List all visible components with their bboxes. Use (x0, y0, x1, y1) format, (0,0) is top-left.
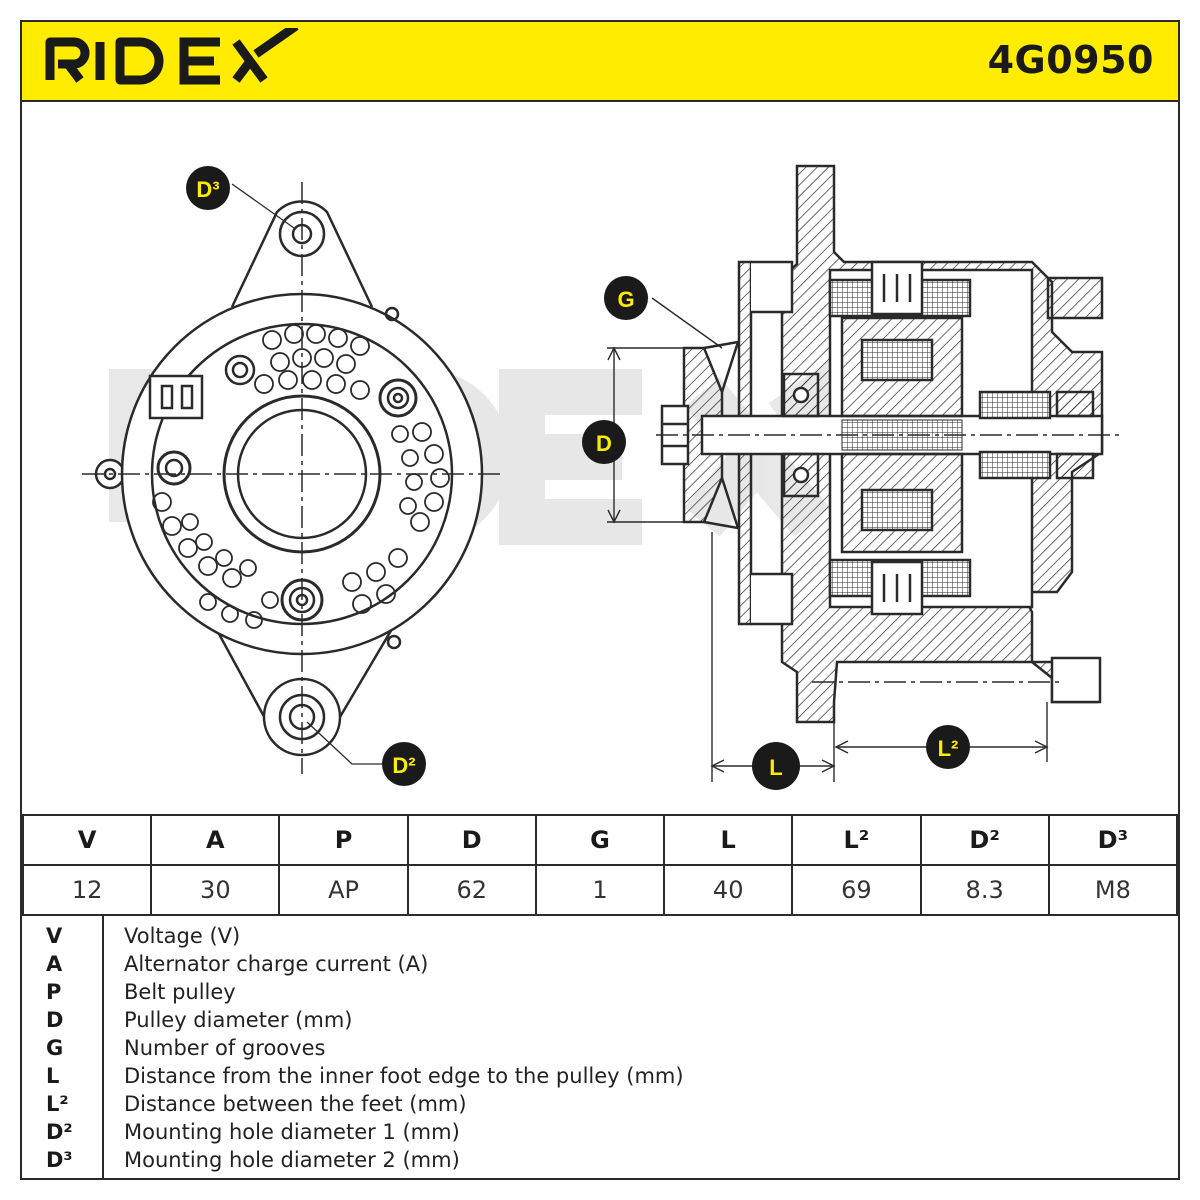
specs-table: V A P D G L L² D² D³ 12 30 AP 62 1 40 69… (21, 814, 1179, 916)
ridex-logo (45, 28, 299, 85)
legend-divider (102, 914, 104, 1178)
front-view (94, 200, 484, 757)
spec-value: AP (278, 864, 409, 916)
spec-header: P (278, 814, 409, 866)
specs-header-row: V A P D G L L² D² D³ (21, 814, 1179, 866)
side-center-lines (656, 434, 1122, 683)
spec-value: 1 (534, 864, 666, 916)
svg-text:D³: D³ (196, 177, 219, 202)
header-bar: 4G0950 (22, 22, 1178, 102)
legend-desc: Mounting hole diameter 2 (mm) (124, 1148, 460, 1172)
legend-key: V (46, 924, 63, 948)
dimension-lines (607, 297, 1049, 782)
spec-value: 40 (663, 864, 794, 916)
legend-key: D² (46, 1120, 73, 1144)
legend-row: D³ Mounting hole diameter 2 (mm) (22, 1148, 1178, 1176)
legend-row: A Alternator charge current (A) (22, 952, 1178, 980)
legend-desc: Distance between the feet (mm) (124, 1092, 467, 1116)
callout-d3: D³ (186, 166, 230, 210)
legend: V Voltage (V) A Alternator charge curren… (22, 914, 1178, 1178)
legend-key: P (46, 980, 62, 1004)
spec-header: G (534, 814, 666, 866)
spec-value: 69 (791, 864, 922, 916)
legend-key: L (46, 1064, 60, 1088)
callout-l: L (752, 742, 800, 790)
svg-text:L: L (769, 755, 782, 780)
datasheet: 4G0950 (20, 20, 1180, 1180)
spec-header: V (21, 814, 153, 866)
spec-header: L² (791, 814, 922, 866)
svg-text:D²: D² (392, 753, 415, 778)
spec-value: 12 (21, 864, 153, 916)
spec-value: M8 (1047, 864, 1179, 916)
spec-header: A (150, 814, 281, 866)
legend-row: L² Distance between the feet (mm) (22, 1092, 1178, 1120)
svg-text:L²: L² (938, 736, 959, 761)
legend-desc: Belt pulley (124, 980, 236, 1004)
spec-value: 8.3 (919, 864, 1050, 916)
spec-value: 62 (406, 864, 537, 916)
spec-value: 30 (150, 864, 281, 916)
front-center-lines (82, 182, 502, 774)
legend-desc: Distance from the inner foot edge to the… (124, 1064, 684, 1088)
legend-desc: Number of grooves (124, 1036, 326, 1060)
part-number: 4G0950 (987, 38, 1154, 82)
specs-value-row: 12 30 AP 62 1 40 69 8.3 M8 (21, 864, 1179, 916)
legend-desc: Mounting hole diameter 1 (mm) (124, 1120, 460, 1144)
spec-header: D² (919, 814, 1050, 866)
legend-desc: Voltage (V) (124, 924, 241, 948)
spec-header: D³ (1047, 814, 1179, 866)
legend-key: L² (46, 1092, 69, 1116)
spec-header: L (663, 814, 794, 866)
callout-d: D (582, 420, 626, 464)
legend-desc: Pulley diameter (mm) (124, 1008, 353, 1032)
legend-row: D² Mounting hole diameter 1 (mm) (22, 1120, 1178, 1148)
legend-row: G Number of grooves (22, 1036, 1178, 1064)
side-view (660, 164, 1104, 724)
alternator-technical-drawing: D³ G D L L² D² (82, 164, 1122, 790)
legend-key: A (46, 952, 63, 976)
legend-row: P Belt pulley (22, 980, 1178, 1008)
svg-text:G: G (617, 287, 634, 312)
svg-text:D: D (596, 431, 612, 456)
legend-row: V Voltage (V) (22, 924, 1178, 952)
legend-desc: Alternator charge current (A) (124, 952, 429, 976)
front-leaders (231, 183, 382, 765)
legend-row: D Pulley diameter (mm) (22, 1008, 1178, 1036)
legend-key: D (46, 1008, 64, 1032)
legend-key: D³ (46, 1148, 73, 1172)
callout-g: G (604, 276, 648, 320)
legend-key: G (46, 1036, 64, 1060)
legend-row: L Distance from the inner foot edge to t… (22, 1064, 1178, 1092)
spec-header: D (406, 814, 537, 866)
callout-l2: L² (926, 725, 970, 769)
callout-d2: D² (382, 742, 426, 786)
